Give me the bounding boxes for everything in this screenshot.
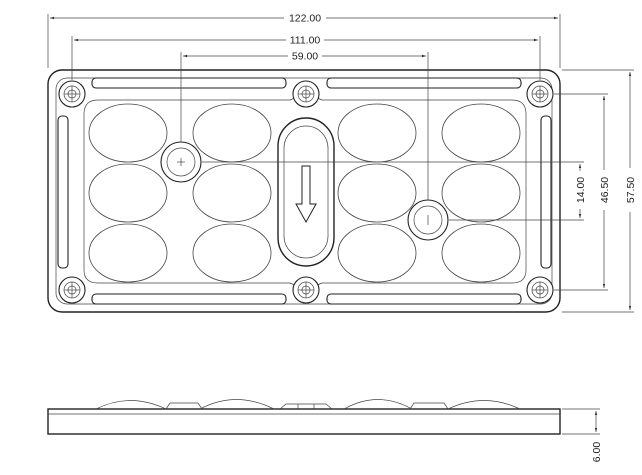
side-lens-dome (447, 400, 521, 410)
lens-cell (88, 103, 168, 163)
side-lens-dome (343, 399, 413, 410)
side-boss (409, 402, 449, 410)
dimension-lines: 122.00 111.00 59.00 57.50 46.50 14.00 (47, 11, 637, 313)
center-stadium-outer (277, 117, 335, 267)
left-side-slot (57, 115, 69, 269)
top-left-slot (91, 77, 287, 89)
screw-hole-icon (292, 80, 320, 108)
top-right-slot (326, 77, 522, 89)
plus-pin-icon (160, 141, 202, 183)
side-view: 6.00 (47, 399, 603, 463)
lens-cell (337, 223, 417, 283)
side-boss (279, 403, 333, 410)
lens-cell (88, 223, 168, 283)
plate-inner-outline (55, 77, 553, 305)
screw-hole-icon (526, 276, 554, 304)
lens-cell (337, 103, 417, 163)
lens-cell (192, 223, 272, 283)
side-lens-dome (199, 399, 275, 410)
screw-hole-icon (58, 80, 86, 108)
lens-cell (441, 223, 521, 283)
screw-hole-icon (58, 276, 86, 304)
lens-cell (441, 163, 521, 223)
lens-cell (192, 163, 272, 223)
lens-cell (192, 103, 272, 163)
plate-outline (47, 69, 561, 313)
center-stadium-inner (283, 125, 329, 259)
lens-cell (88, 163, 168, 223)
side-lens-dome (95, 400, 167, 410)
lens-cell (441, 103, 521, 163)
pin-offset-label: 14.00 (575, 177, 587, 203)
lens-cell (337, 163, 417, 223)
bottom-left-slot (91, 293, 287, 305)
lens-array (88, 103, 521, 283)
right-side-slot (540, 115, 552, 269)
down-arrow-icon (295, 165, 317, 224)
hole-height-label: 46.50 (599, 177, 611, 203)
overall-width-label: 122.00 (289, 13, 321, 25)
screw-hole-icon (292, 276, 320, 304)
lens-frame (83, 95, 527, 288)
screw-hole-icon (526, 80, 554, 108)
top-view (47, 69, 561, 313)
bottom-right-slot (326, 293, 522, 305)
pin-spacing-label: 59.00 (292, 51, 318, 63)
hole-spacing-label: 111.00 (290, 35, 321, 47)
side-boss (165, 402, 203, 410)
slot-pin-icon (407, 199, 449, 241)
overall-height-label: 57.50 (625, 177, 637, 203)
thickness-label: 6.00 (591, 442, 603, 463)
side-base-plate (47, 408, 561, 435)
